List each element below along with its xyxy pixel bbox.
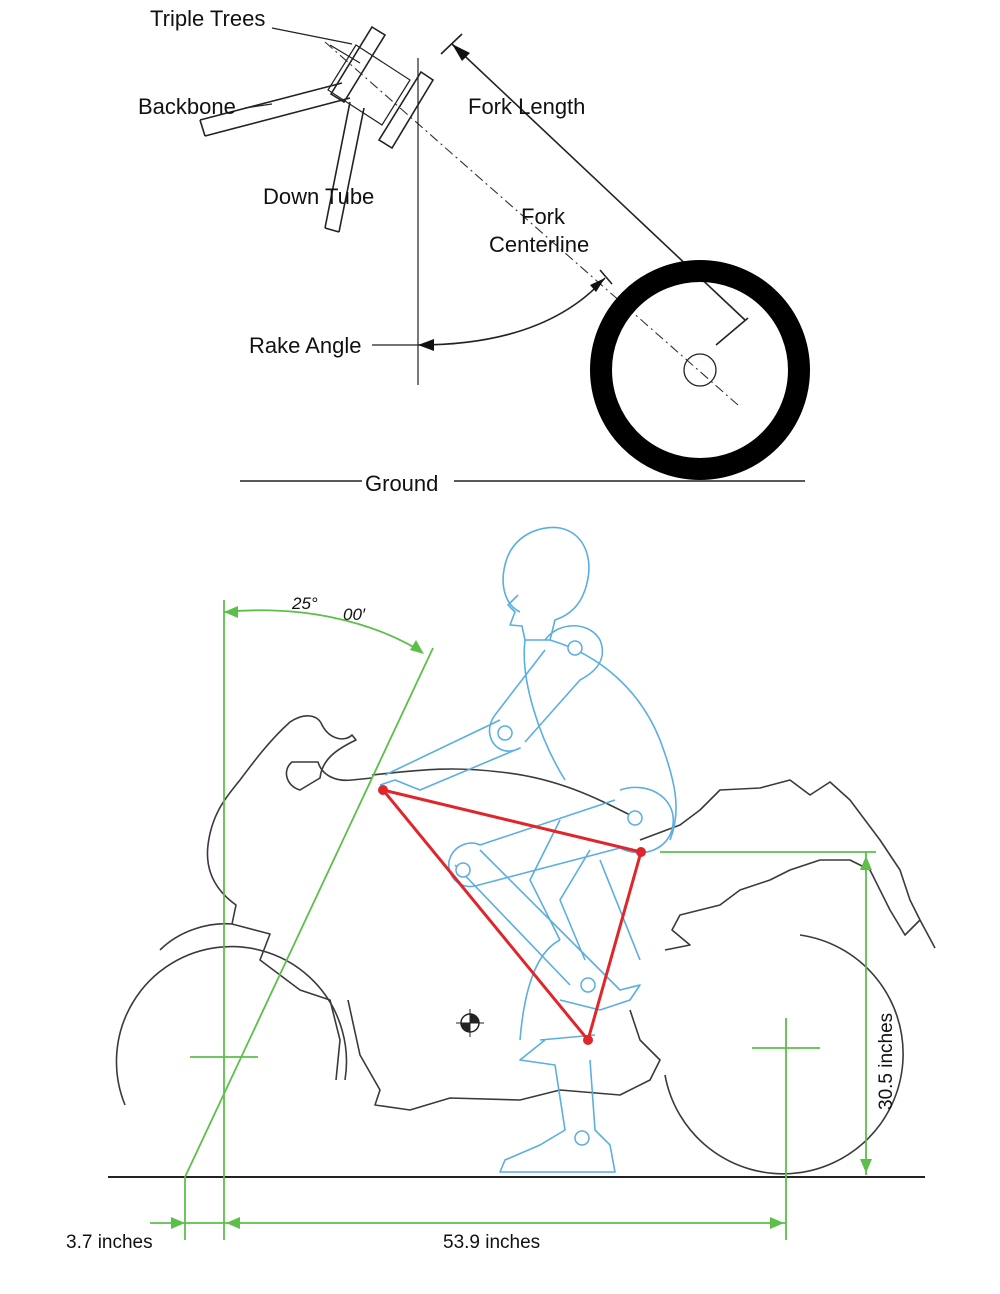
front-wheel-outline [115,945,348,1106]
dimension-lines [150,600,876,1240]
rider-forearm [379,714,521,791]
steering-axis-line [184,647,434,1178]
fork-centerline [324,41,739,406]
center-of-gravity-icon [456,1009,484,1037]
label-ground: Ground [365,471,438,496]
rider-figure [379,526,677,1173]
rider-far-leg [529,819,641,961]
rider-torso [523,639,677,841]
engine-outline [347,999,661,1111]
rake-angle-arc-bottom [223,609,423,653]
down-tube-drawing [324,101,365,233]
label-down-tube: Down Tube [263,184,374,209]
label-seat-height: 30.5 inches [876,1013,897,1110]
label-wheelbase: 53.9 inches [443,1232,540,1253]
ergonomic-triangle [378,785,646,1045]
label-trail: 3.7 inches [66,1232,153,1253]
label-angle-degrees: 25° [291,594,318,613]
fairing-lower-outline [231,923,341,1081]
backbone-drawing [199,82,351,137]
label-fork-length: Fork Length [468,94,585,119]
rider-thigh [448,786,675,888]
triple-trees-leader [271,27,353,45]
rear-wheel-outline [664,934,904,1175]
label-rake-angle: Rake Angle [249,333,362,358]
label-centerline: Centerline [489,232,589,257]
label-fork: Fork [521,204,566,229]
backbone-leader [244,103,273,109]
rake-angle-arc [372,269,613,351]
rider-head [502,526,590,641]
fork-length-dimension [440,33,749,346]
rider-lower-leg [454,849,641,1011]
tank-outline [371,768,641,821]
motorcycle-rider-diagram: 25° 00′ 3.7 inches 53.9 inches 30.5 inch… [66,526,936,1253]
rider-upper-arm [494,625,604,743]
joint-markers [455,640,643,1146]
tail-outline [639,779,936,951]
rider-shin-and-foot [499,939,616,1173]
label-triple-trees: Triple Trees [150,6,265,31]
label-angle-minutes: 00′ [343,605,366,624]
front-wheel-drawing [590,260,810,480]
triple-trees-drawing [327,25,435,150]
label-backbone: Backbone [138,94,236,119]
steering-geometry-diagram: Triple Trees Backbone Down Tube Fork Len… [138,6,810,496]
fairing-outline [159,715,373,951]
